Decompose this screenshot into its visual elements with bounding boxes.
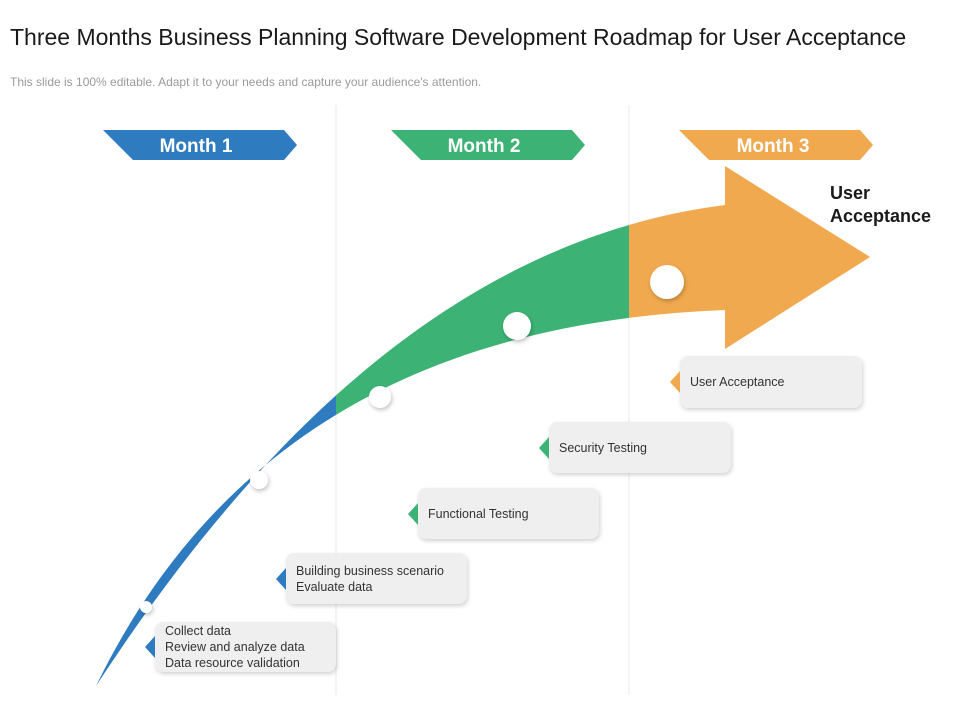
milestone-dot [369,386,391,408]
month-1-banner: Month 1 [103,130,297,160]
milestone-card: Security Testing [539,422,731,473]
month-1-label: Month 1 [160,136,233,157]
card-line: Data resource validation [165,656,300,670]
milestone-dot [503,312,531,340]
arrow-segment-month-2 [336,225,629,415]
card-pointer [276,567,286,590]
milestone-dot [250,471,268,489]
milestone-card: Building business scenario Evaluate data [276,553,467,604]
month-2-banner: Month 2 [391,130,585,160]
roadmap-arrow [96,166,870,686]
card-line: Evaluate data [296,579,373,594]
arrow-segment-month-3 [629,166,870,349]
month-2-label: Month 2 [448,136,521,157]
card-line: Review and analyze data [165,640,305,654]
milestone-card: Functional Testing [408,488,599,539]
month-3-banner: Month 3 [679,130,873,160]
milestone-card: Collect data Review and analyze data Dat… [145,622,336,672]
card-line: Building business scenario [296,563,445,578]
card-pointer [145,636,155,658]
card-line: Collect data [165,624,232,638]
page-subtitle: This slide is 100% editable. Adapt it to… [10,75,482,89]
milestone-dot [140,601,152,613]
month-3-label: Month 3 [737,136,810,157]
card-pointer [670,371,680,393]
milestone-dots [140,265,684,613]
milestone-dot [650,265,684,299]
milestone-card: User Acceptance [670,356,862,408]
page-title: Three Months Business Planning Software … [10,24,907,50]
arrow-segment-month-1 [96,395,336,686]
card-pointer [408,502,418,525]
goal-label: User Acceptance [830,183,932,226]
card-pointer [539,436,549,459]
card-line: Security Testing [559,440,648,455]
card-line: User Acceptance [690,375,785,389]
card-line: Functional Testing [428,506,529,521]
